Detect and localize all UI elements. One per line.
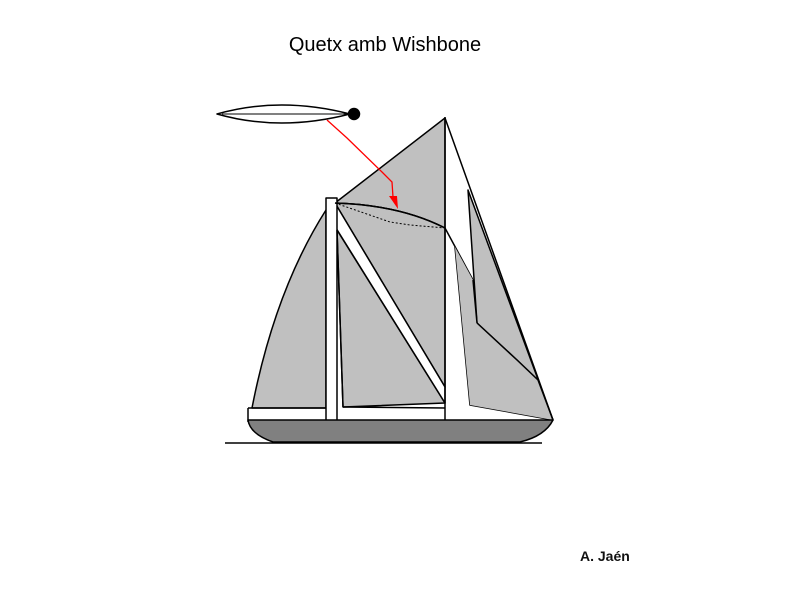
wishbone-clew-dot [347, 107, 361, 121]
gaff [334, 202, 446, 229]
pointer-arrow [326, 119, 394, 198]
diagram-title: Quetx amb Wishbone [288, 34, 482, 56]
wishbone-lower [334, 202, 446, 229]
arrowhead-icon [389, 196, 398, 209]
author-credit: A. Jaén [580, 548, 630, 564]
mizzen-fill [455, 247, 553, 420]
forestay [444, 117, 554, 421]
fore-mast [325, 197, 338, 423]
fore-sail [251, 209, 327, 409]
hull [247, 419, 554, 443]
